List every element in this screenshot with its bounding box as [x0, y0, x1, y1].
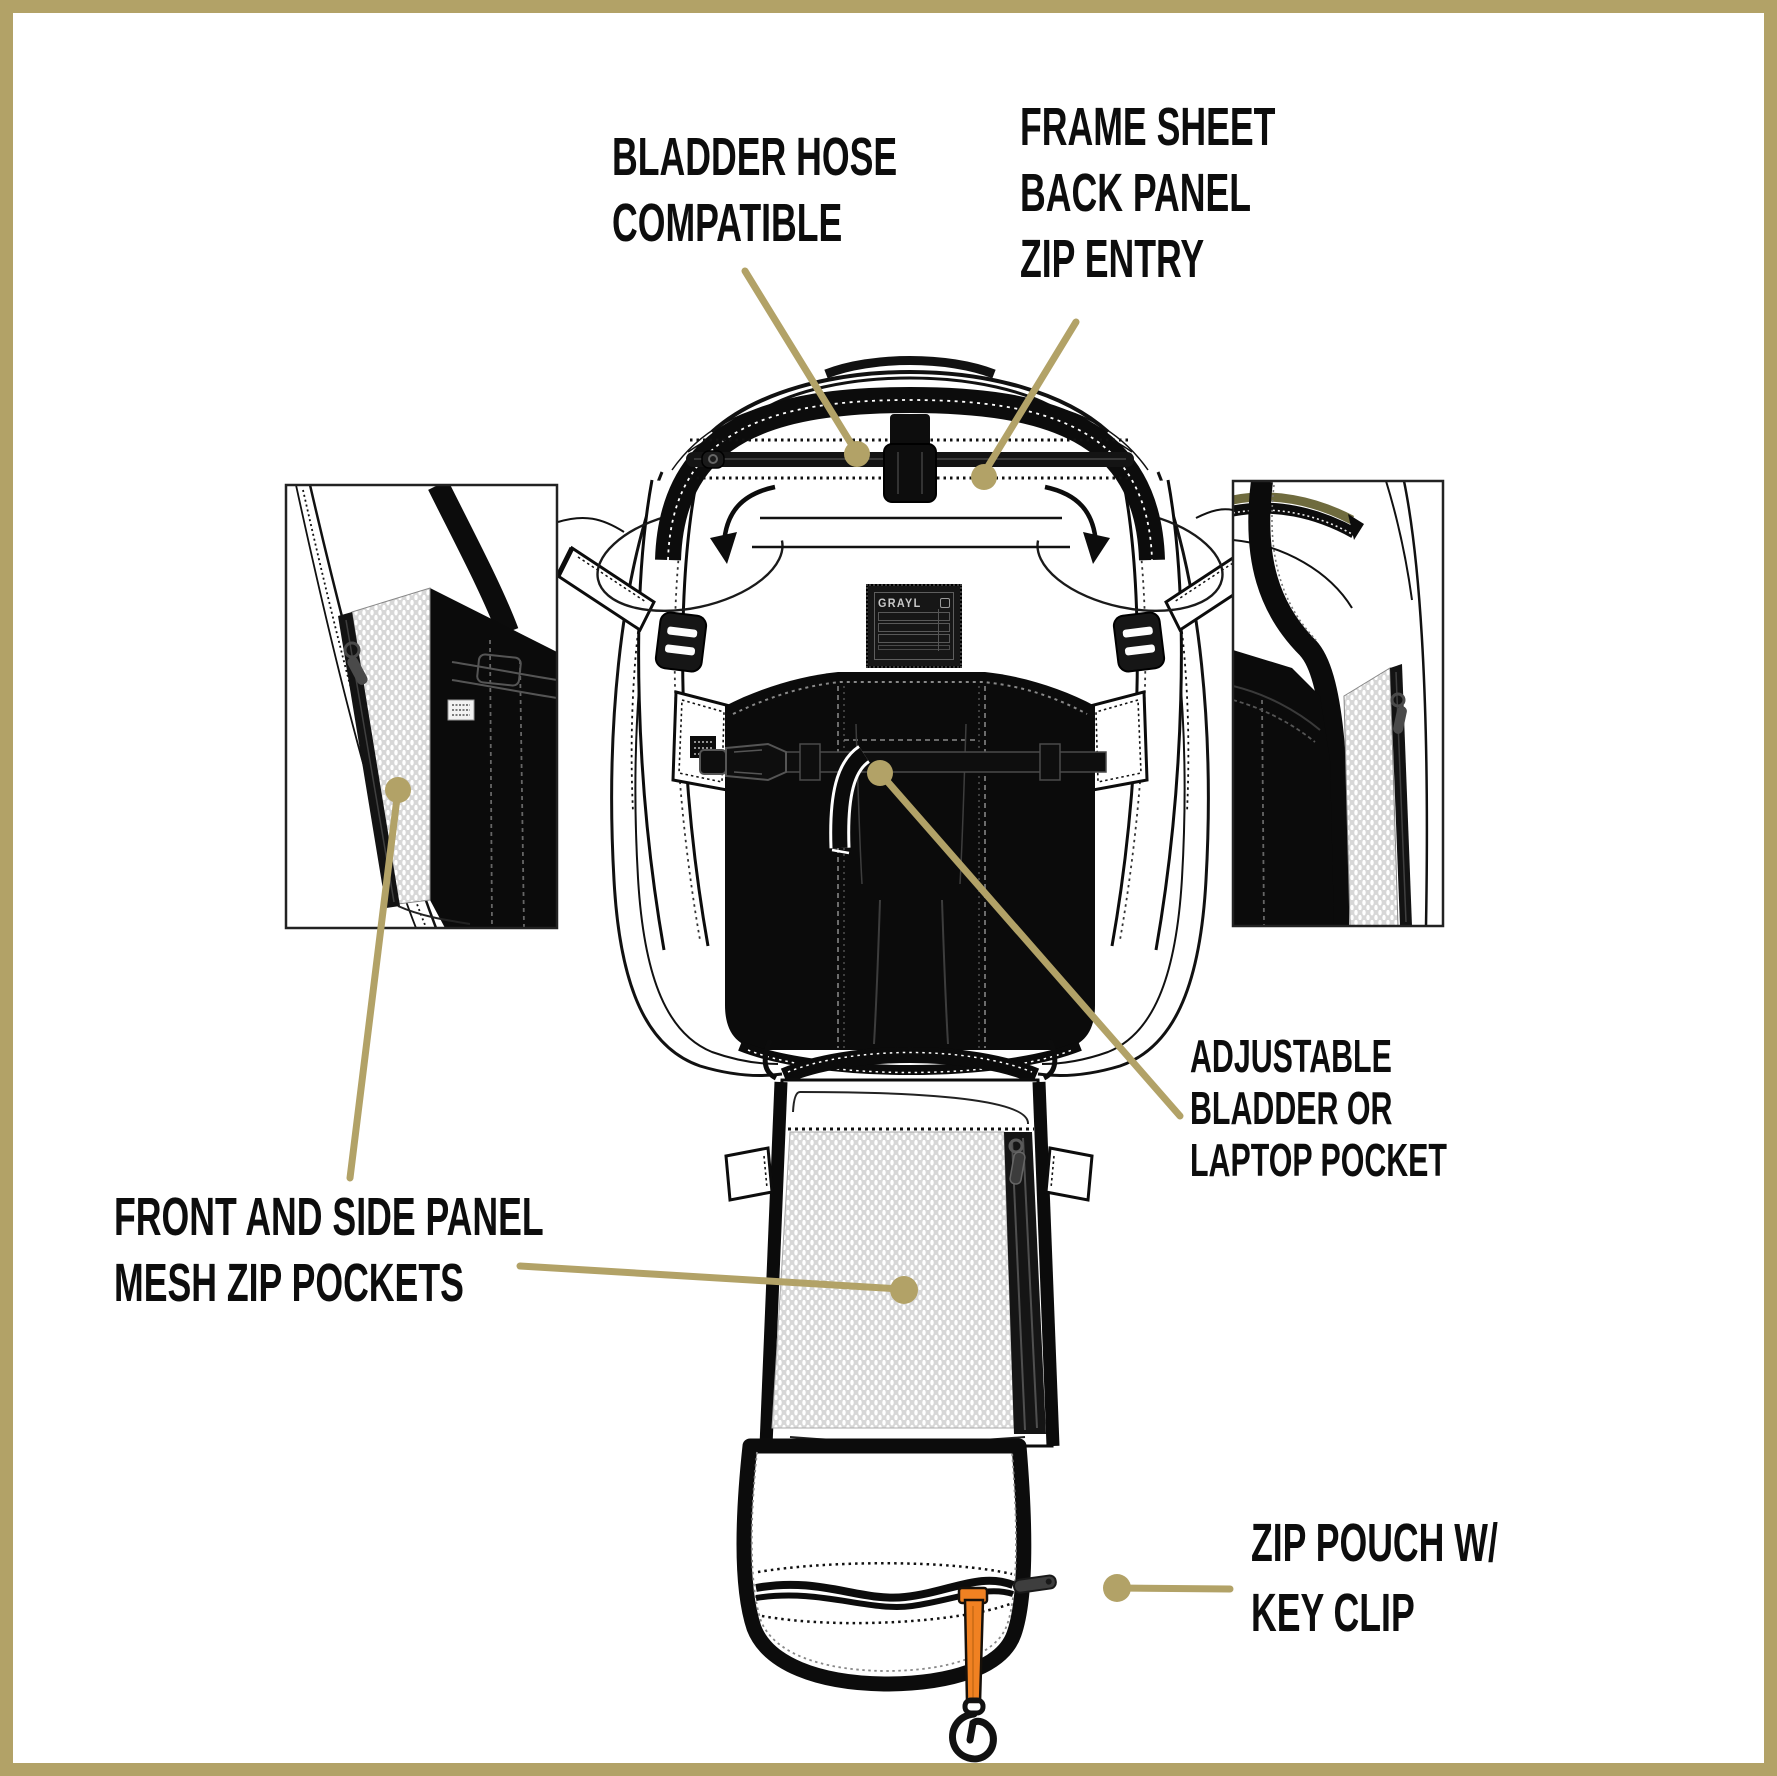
bag-left-side	[555, 471, 784, 1078]
left-inset-connector	[557, 516, 625, 533]
bladder-laptop-pocket	[725, 672, 1095, 1050]
zip-slider	[701, 450, 725, 469]
brand-name: GRAYL	[878, 595, 922, 610]
front-panel-flap	[724, 1039, 1094, 1448]
callout-line: MESH ZIP POCKETS	[114, 1253, 464, 1313]
zip-pouch	[736, 1438, 1057, 1763]
ladder-lock-buckle	[654, 611, 708, 673]
right-inset-connector	[1195, 508, 1234, 519]
callout-line: BLADDER OR	[1190, 1082, 1393, 1134]
callout-adjustable-pocket: ADJUSTABLE BLADDER OR LAPTOP POCKET	[1190, 1030, 1447, 1186]
callout-line: KEY CLIP	[1251, 1583, 1415, 1643]
callout-line: ADJUSTABLE	[1190, 1030, 1392, 1082]
label-text-bar	[878, 645, 950, 650]
front-zip-pull	[1008, 1138, 1026, 1185]
callout-line: LAPTOP POCKET	[1190, 1134, 1447, 1186]
bladder-hose-port	[883, 414, 937, 503]
pouch-zip-pull	[1012, 1574, 1057, 1594]
callout-line: FRONT AND SIDE PANEL	[114, 1187, 544, 1247]
side-zip-pull-right	[1390, 692, 1407, 734]
callout-line: BACK PANEL	[1020, 163, 1251, 223]
callout-line: BLADDER HOSE	[612, 127, 898, 187]
bag-open-top-view	[555, 356, 1262, 1763]
back-panel-zip	[686, 414, 1134, 503]
inset-buckle	[476, 653, 522, 687]
hose-elbow	[829, 745, 871, 855]
callout-leader-lines	[346, 267, 1234, 1602]
bag-bottom-seam	[738, 1041, 1082, 1075]
key-clip	[949, 1697, 997, 1763]
callout-zip-pouch: ZIP POUCH W/ KEY CLIP	[1251, 1508, 1498, 1648]
carry-handle	[824, 356, 996, 379]
flap-web-tab-right	[1044, 1146, 1094, 1202]
callout-line: COMPATIBLE	[612, 193, 843, 253]
callout-line: ZIP POUCH W/	[1251, 1513, 1498, 1573]
right-detail-inset	[1231, 479, 1445, 928]
internal-strap	[699, 742, 1107, 855]
pouch-zip	[755, 1576, 1015, 1602]
left-detail-inset	[284, 483, 559, 930]
side-release-buckle	[699, 742, 787, 782]
brand-logo-icon	[940, 597, 950, 608]
callout-front-side-mesh: FRONT AND SIDE PANEL MESH ZIP POCKETS	[114, 1184, 544, 1316]
brand-label-inner: GRAYL	[874, 592, 954, 660]
side-zip-pull	[343, 641, 368, 685]
side-mesh-pocket-right	[1343, 667, 1399, 926]
flap-web-tab-left	[724, 1146, 774, 1202]
label-script-mark	[938, 609, 951, 651]
callout-bladder-hose: BLADDER HOSE COMPATIBLE	[612, 124, 897, 256]
brand-woven-label: GRAYL	[866, 584, 962, 668]
callout-line: FRAME SHEET	[1020, 97, 1276, 157]
callout-line: ZIP ENTRY	[1020, 229, 1205, 289]
callout-frame-sheet: FRAME SHEET BACK PANEL ZIP ENTRY	[1020, 94, 1275, 292]
side-mesh-zip	[338, 612, 400, 908]
key-clip-lanyard	[949, 1586, 997, 1763]
